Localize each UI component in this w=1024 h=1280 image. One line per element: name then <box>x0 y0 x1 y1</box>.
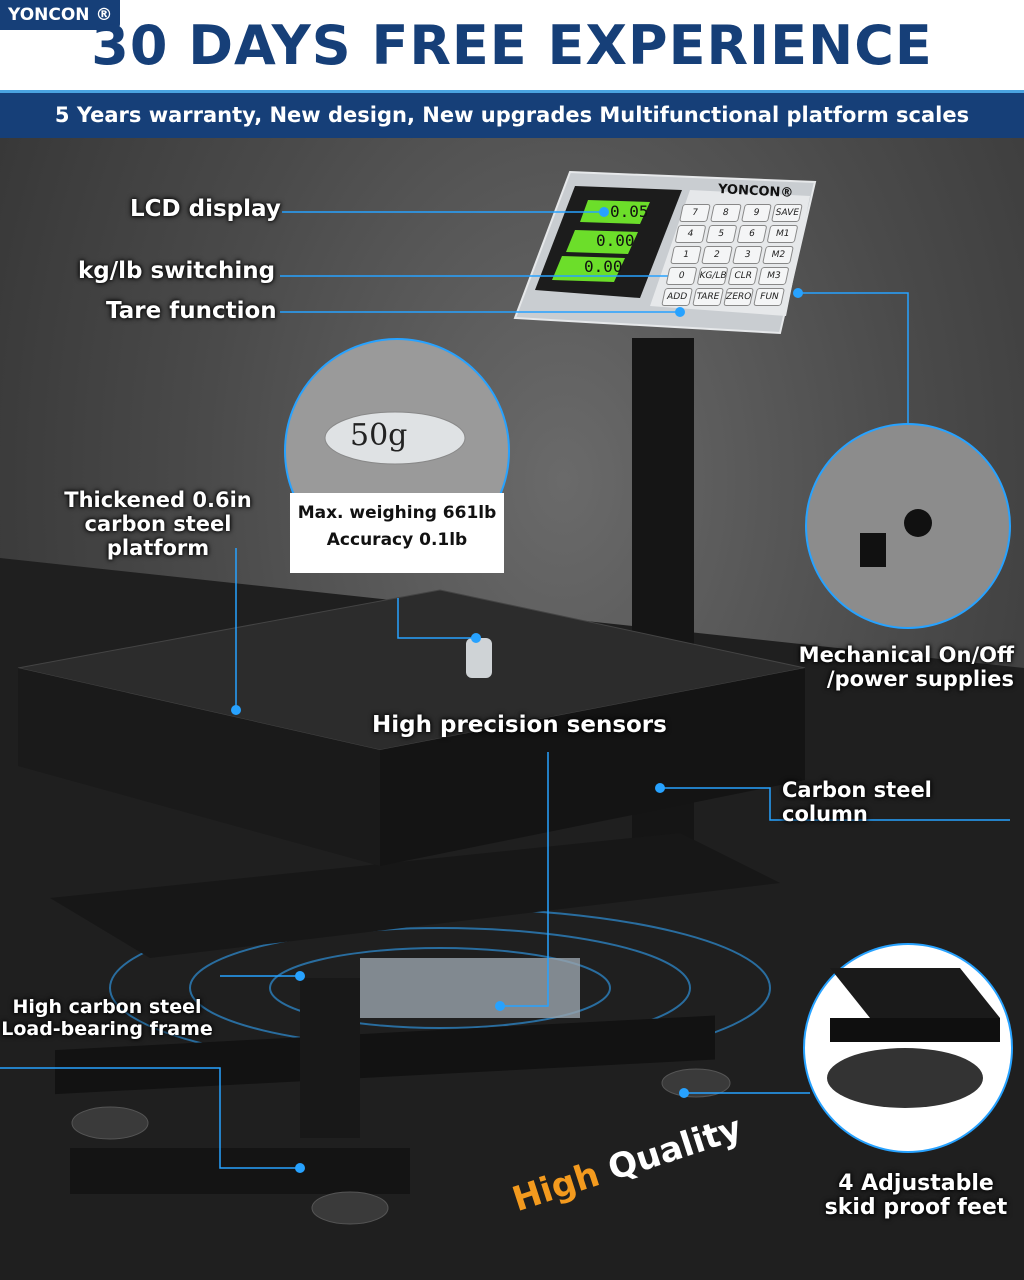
label-platform-line2: carbon steel platform <box>84 512 232 560</box>
load-cell <box>360 958 580 1018</box>
keypad-key: 3 <box>731 246 764 264</box>
label-feet-line1: 4 Adjustable <box>838 1171 994 1196</box>
zoom-power <box>805 423 1011 629</box>
label-power: Mechanical On/Off /power supplies <box>792 643 1014 691</box>
keypad-key: 8 <box>709 204 742 222</box>
scale-illustration <box>0 170 1024 1280</box>
label-high-precision-sensors: High precision sensors <box>372 712 667 738</box>
keypad-key: 1 <box>670 246 702 264</box>
weight-tag: 50g <box>350 418 408 453</box>
keypad-key: 6 <box>736 225 768 243</box>
spec-box: Max. weighing 661lb Accuracy 0.1lb <box>290 500 504 554</box>
unit-price-readout: 0.00 <box>596 231 635 250</box>
keypad-key: 7 <box>679 204 711 222</box>
total-readout: 0.00 <box>584 257 623 276</box>
keypad-key: M2 <box>762 246 794 264</box>
headline: 30 DAYS FREE EXPERIENCE <box>91 14 933 77</box>
label-kg-lb-switching: kg/lb switching <box>78 258 276 284</box>
subheadline: 5 Years warranty, New design, New upgrad… <box>54 103 970 127</box>
label-tare-function: Tare function <box>106 298 277 324</box>
zoom-feet <box>803 943 1013 1153</box>
callout-dots <box>231 207 803 1173</box>
keypad-key: ADD <box>661 288 693 306</box>
weight <box>466 638 492 678</box>
keypad-key: 0 <box>665 267 698 285</box>
label-frame-line1: High carbon steel <box>12 996 202 1018</box>
label-carbon-steel-column: Carbon steel column <box>782 778 932 826</box>
label-feet-line2: skid proof feet <box>824 1195 1008 1220</box>
keypad-key: ZERO <box>722 288 755 306</box>
label-power-line1: Mechanical On/Off <box>798 643 1014 667</box>
keypad-key: M1 <box>766 225 799 243</box>
zoom-weight <box>284 338 510 573</box>
keypad-key: 9 <box>740 204 773 222</box>
brand-logo: YONCON ® <box>0 0 121 30</box>
label-power-line2: /power supplies <box>826 667 1014 691</box>
keypad-key: SAVE <box>771 204 803 222</box>
callout-lines <box>0 211 1010 1169</box>
keypad-key: M3 <box>757 267 790 285</box>
subheadline-bar: 5 Years warranty, New design, New upgrad… <box>0 90 1024 141</box>
feet <box>71 1068 731 1225</box>
keypad-key: TARE <box>691 288 724 306</box>
label-feet: 4 Adjustable skid proof feet <box>818 1172 1014 1220</box>
keypad-key: 5 <box>705 225 737 243</box>
accuracy: Accuracy 0.1lb <box>326 530 468 550</box>
keypad-key: KG/LB <box>696 267 728 285</box>
label-frame: High carbon steel Load-bearing frame <box>0 996 214 1040</box>
keypad-key: CLR <box>727 267 759 285</box>
label-platform-line1: Thickened 0.6in <box>64 488 252 512</box>
keypad-key: 2 <box>700 246 733 264</box>
label-lcd-display: LCD display <box>130 196 281 222</box>
weight-readout: 0.05 <box>610 202 649 221</box>
label-platform: Thickened 0.6in carbon steel platform <box>30 488 286 560</box>
keypad-key: FUN <box>753 288 785 306</box>
max-weighing: Max. weighing 661lb <box>297 503 497 523</box>
keypad-key: 4 <box>674 225 707 243</box>
label-frame-line2: Load-bearing frame <box>1 1018 213 1040</box>
platform <box>17 589 806 866</box>
